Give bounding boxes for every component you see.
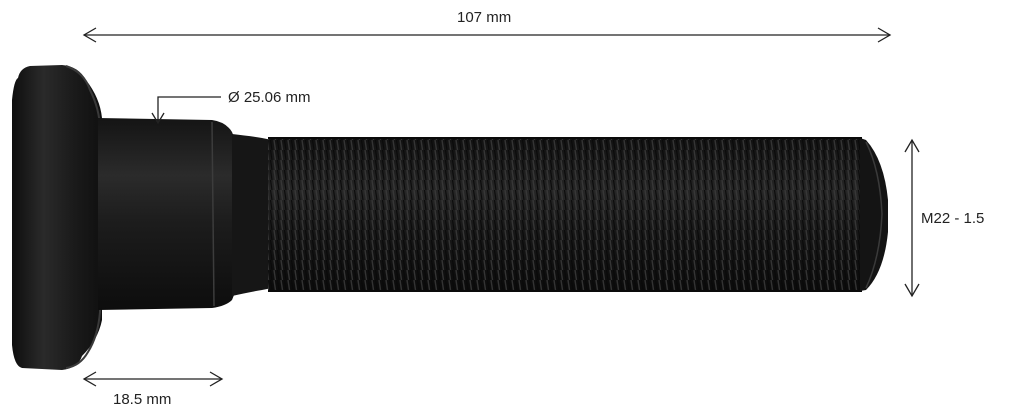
bolt-shank <box>98 118 236 310</box>
thread-size-label: M22 - 1.5 <box>921 210 985 227</box>
diameter-leader <box>151 96 221 125</box>
arrow-right-icon <box>877 27 892 43</box>
head-length-dimension <box>82 371 224 387</box>
arrow-down-icon <box>151 112 165 125</box>
arrow-down-icon <box>904 283 920 298</box>
overall-length-label: 107 mm <box>457 9 512 26</box>
arrow-up-icon <box>904 138 920 153</box>
arrow-left-icon <box>82 27 97 43</box>
bolt-head <box>12 65 102 370</box>
bolt-tip <box>860 138 888 291</box>
arrow-left-icon <box>82 371 97 387</box>
bolt-thread <box>268 137 862 292</box>
arrow-right-icon <box>209 371 224 387</box>
shoulder-diameter-label: Ø 25.06 mm <box>228 89 311 106</box>
length-dimension <box>82 27 892 43</box>
head-length-label: 18.5 mm <box>113 391 172 408</box>
bolt-neck <box>232 134 272 296</box>
thread-dimension <box>904 138 920 298</box>
